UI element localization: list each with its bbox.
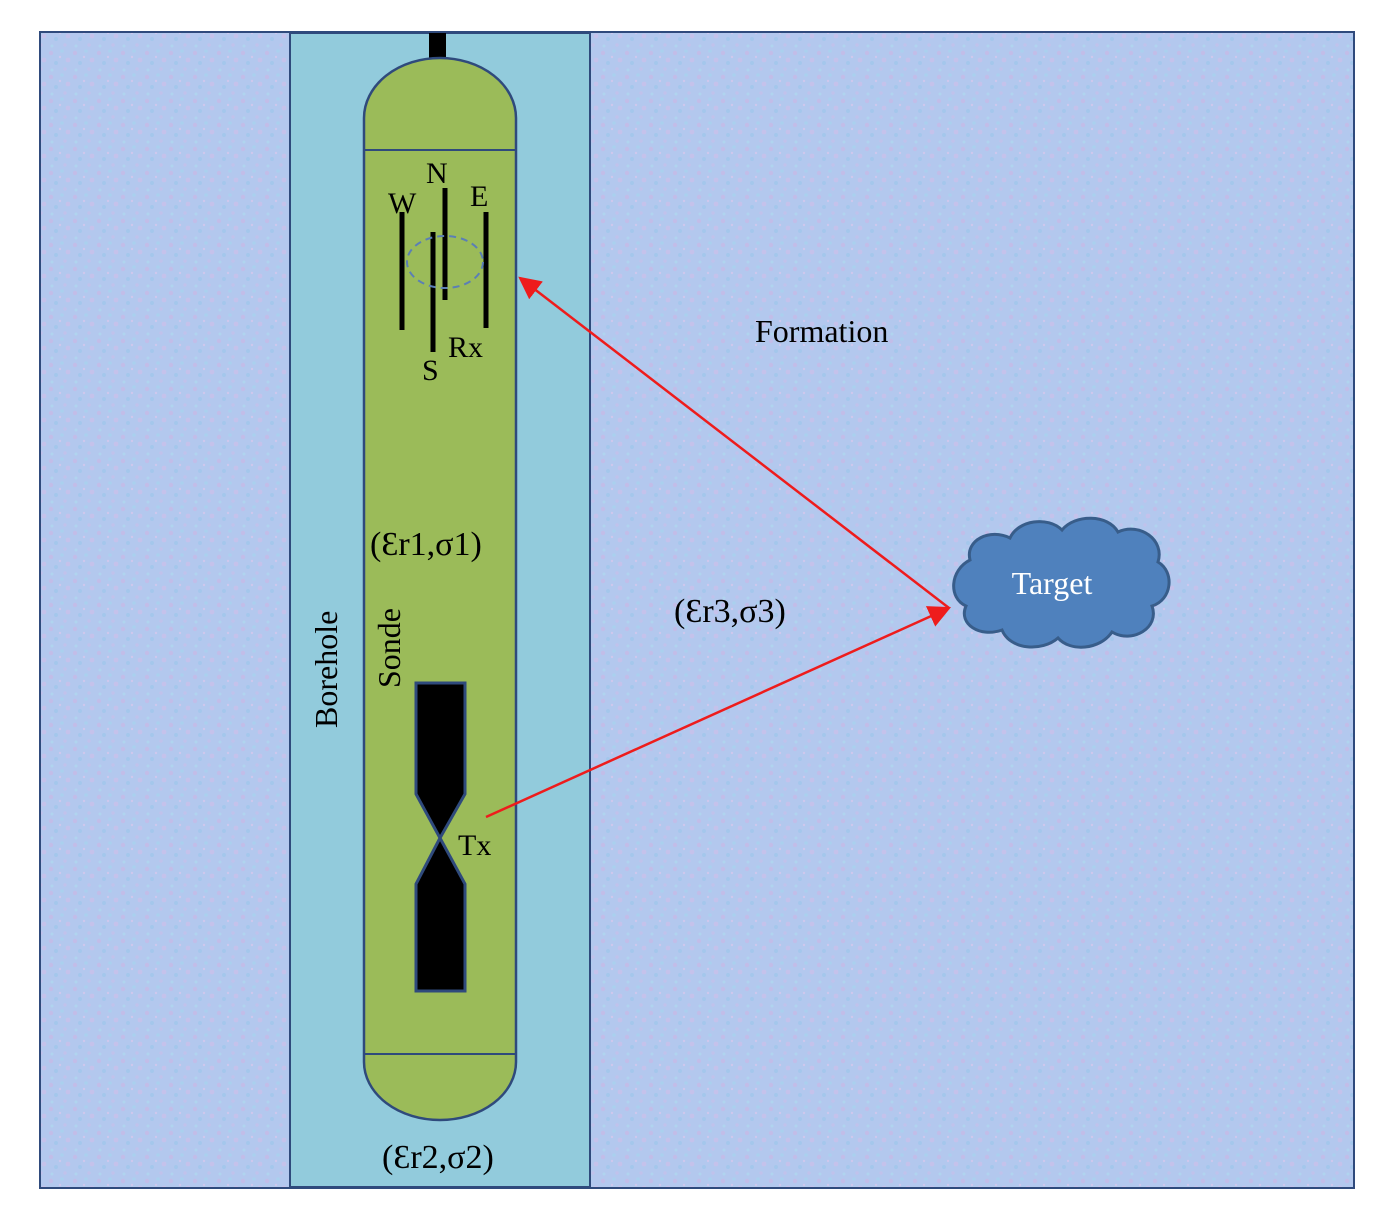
target-label: Target [1012, 565, 1093, 601]
sonde-params-label: (Ɛr1,σ1) [370, 526, 482, 563]
reflected-ray-target-to-rx [518, 276, 950, 609]
sonde-label: Sonde [371, 608, 407, 688]
south-label: S [422, 354, 439, 387]
transmitter-antenna [414, 681, 467, 993]
formation-params-label: (Ɛr3,σ3) [674, 593, 786, 630]
sonde-cable [429, 33, 446, 59]
direct-ray-tx-to-target [485, 606, 952, 819]
formation-label: Formation [755, 313, 888, 349]
west-label: W [388, 187, 417, 220]
borehole-params-label: (Ɛr2,σ2) [382, 1139, 494, 1176]
north-label: N [426, 157, 448, 190]
borehole-label: Borehole [308, 611, 344, 728]
receiver-loop [406, 235, 484, 289]
receiver-antenna [399, 188, 489, 352]
rx-label: Rx [448, 331, 483, 364]
target-cloud [952, 516, 1171, 649]
tx-label: Tx [458, 829, 491, 862]
east-label: E [470, 180, 488, 213]
